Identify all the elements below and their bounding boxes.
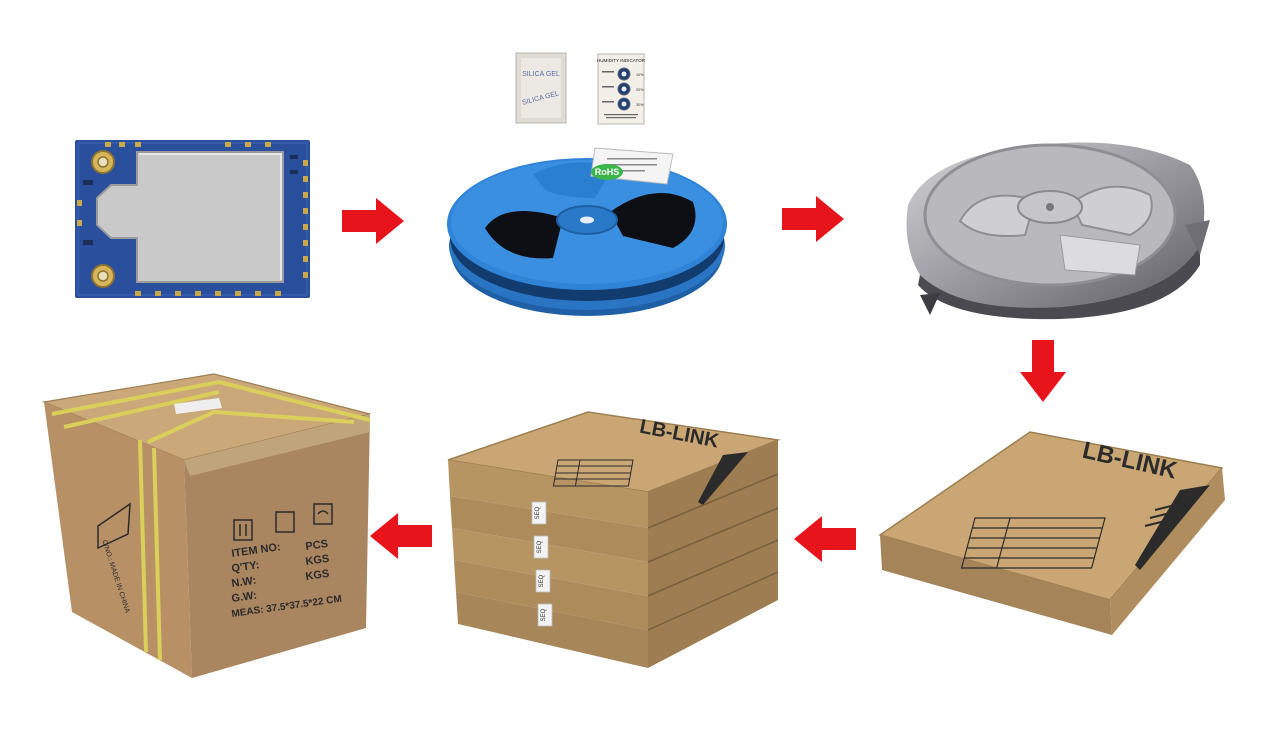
arrow-right-icon xyxy=(782,196,844,242)
shipping-carton-icon: C/NO.: MADE IN CHINA ITEM NO: Q'TY: N.W:… xyxy=(41,373,371,678)
desiccant-text: SILICA GEL xyxy=(522,71,560,78)
arrow-left-icon xyxy=(370,513,432,559)
stack-label-2: SEQ xyxy=(537,540,543,553)
stack-label-4: SEQ xyxy=(541,608,547,621)
tape-reel: RoHS xyxy=(445,140,730,322)
inner-box: LB-LINK xyxy=(878,430,1225,640)
humidity-level-3: 30% xyxy=(636,103,644,107)
flow-arrow-5 xyxy=(370,513,432,559)
arrow-right-icon xyxy=(342,198,404,244)
desiccant-pack-icon: SILICA GEL SILICA GEL xyxy=(515,52,567,124)
humidity-indicator-card: HUMIDITY INDICATOR 10% 20% 30% xyxy=(597,53,646,125)
wifi-module xyxy=(75,140,310,298)
flow-arrow-2 xyxy=(782,196,844,242)
carton-nw: N.W: xyxy=(231,575,257,590)
wifi-module-icon xyxy=(75,140,310,298)
carton-kgs-1: KGS xyxy=(305,553,330,568)
arrow-left-icon xyxy=(794,516,856,562)
humidity-level-2: 20% xyxy=(636,88,644,92)
vacuum-sealed-reel xyxy=(900,125,1212,320)
carton-kgs-2: KGS xyxy=(305,568,330,583)
stack-label-3: SEQ xyxy=(539,574,545,587)
arrow-down-icon xyxy=(1020,340,1066,402)
desiccant-pack: SILICA GEL SILICA GEL xyxy=(515,52,567,124)
flow-arrow-4 xyxy=(794,516,856,562)
tape-reel-icon: RoHS xyxy=(447,147,727,316)
rohs-label: RoHS xyxy=(595,167,620,177)
carton-qty: Q'TY: xyxy=(231,559,260,575)
inner-box-icon: LB-LINK xyxy=(878,431,1225,635)
box-stack: LB-LINK SEQ SEQ SEQ SEQ xyxy=(447,410,781,672)
carton-gw: G.W: xyxy=(231,590,258,605)
humidity-card-title: HUMIDITY INDICATOR xyxy=(597,58,646,63)
box-stack-icon: LB-LINK SEQ SEQ SEQ SEQ xyxy=(447,411,781,668)
carton-pcs: PCS xyxy=(305,538,329,553)
humidity-level-1: 10% xyxy=(636,73,644,77)
stack-label-1: SEQ xyxy=(535,506,541,519)
shipping-carton: C/NO.: MADE IN CHINA ITEM NO: Q'TY: N.W:… xyxy=(41,372,372,680)
flow-arrow-3 xyxy=(1020,340,1066,402)
humidity-indicator-card-icon: HUMIDITY INDICATOR 10% 20% 30% xyxy=(597,53,646,125)
flow-arrow-1 xyxy=(342,198,404,244)
vacuum-sealed-bag-icon xyxy=(906,142,1210,320)
